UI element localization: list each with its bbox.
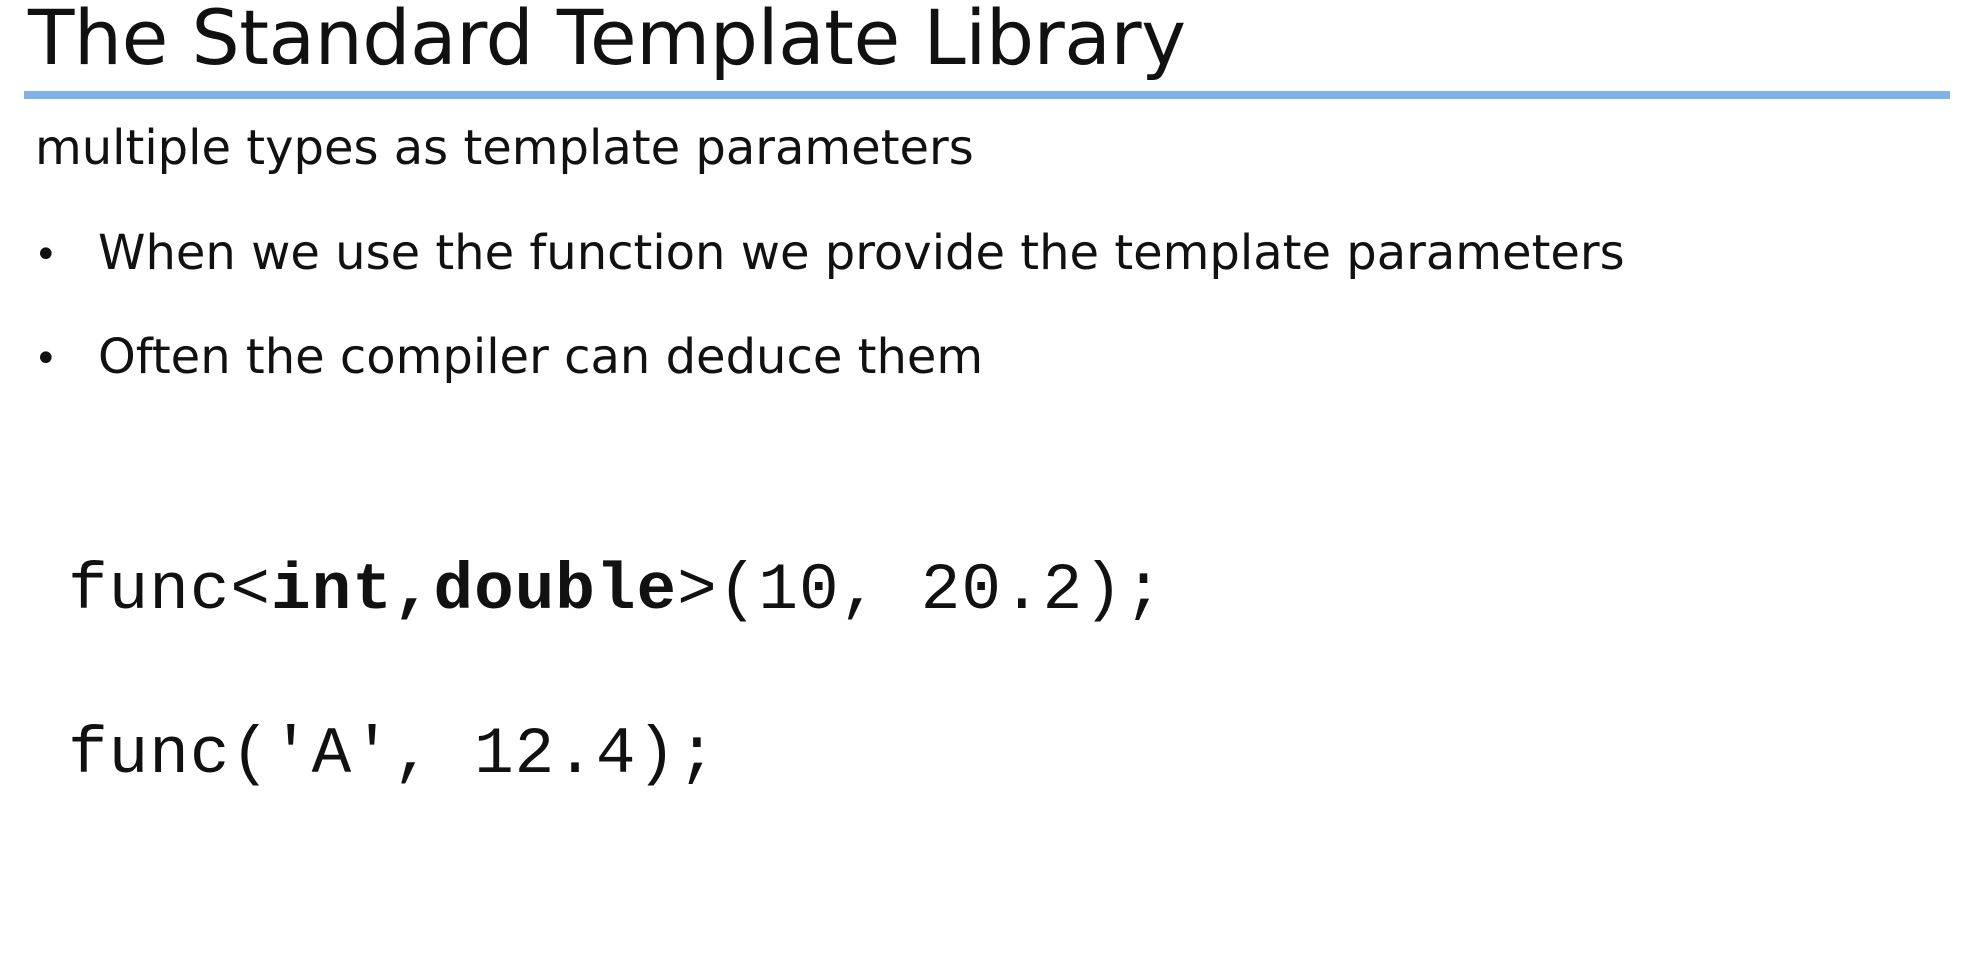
code-type-comma: , (392, 553, 434, 628)
bullet-dot-icon: • (34, 232, 58, 278)
bullet-text: Often the compiler can deduce them (98, 329, 984, 385)
bullet-text: When we use the function we provide the … (98, 225, 1625, 281)
code-line-deduced: func('A', 12.4); (68, 717, 718, 792)
bullet-dot-icon: • (34, 336, 58, 382)
slide-subtitle: multiple types as template parameters (35, 120, 974, 176)
title-underline (24, 91, 1950, 99)
slide-title: The Standard Template Library (28, 0, 1186, 82)
code-line-explicit: func<int,double>(10, 20.2); (68, 558, 1164, 624)
code-prefix: func< (68, 553, 272, 628)
code-suffix: >(10, 20.2); (677, 553, 1165, 628)
code-type-double: double (433, 553, 678, 628)
code-type-int: int (271, 553, 393, 628)
